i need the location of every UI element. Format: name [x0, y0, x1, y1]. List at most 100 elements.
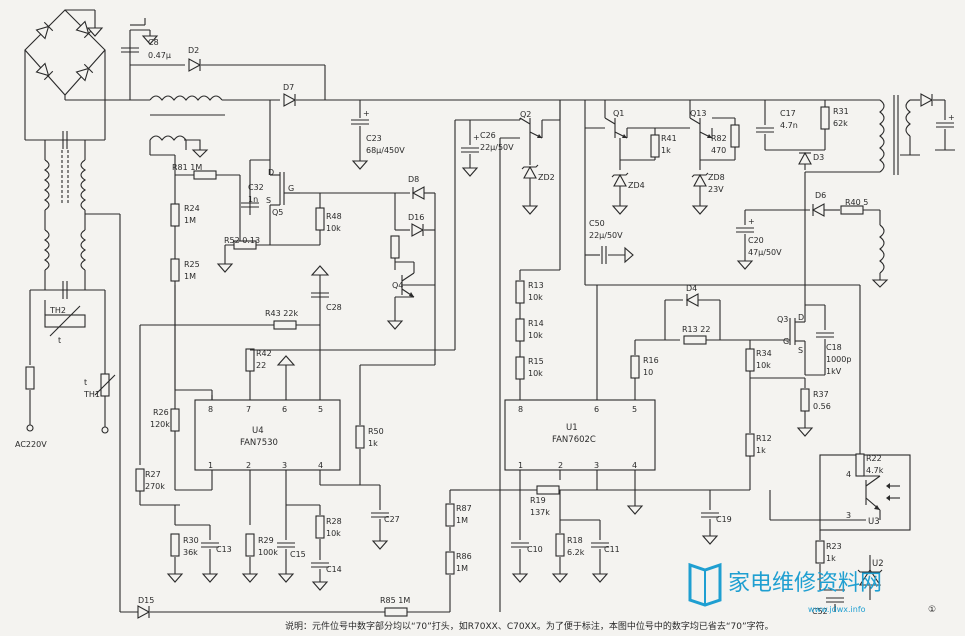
u1-pin4: 4 — [632, 461, 637, 470]
c26-value: 22μ/50V — [480, 143, 514, 152]
r48-label: R48 — [326, 212, 342, 221]
zd4-label: ZD4 — [628, 181, 645, 190]
svg-text:+: + — [363, 109, 370, 118]
u4-pin1: 1 — [208, 461, 213, 470]
u4-part: FAN7530 — [240, 438, 278, 448]
u4-pin8: 8 — [208, 405, 213, 414]
d15-label: D15 — [138, 596, 154, 605]
r12-value: 1k — [756, 446, 766, 455]
th1-label: TH1 — [83, 390, 100, 399]
r25-value: 1M — [184, 272, 196, 281]
svg-text:+: + — [948, 113, 955, 122]
svg-text:+: + — [473, 133, 480, 142]
r29-value: 100k — [258, 548, 278, 557]
r28-value: 10k — [326, 529, 341, 538]
c19-label: C19 — [716, 515, 732, 524]
u1-ref: U1 — [566, 423, 578, 433]
d6-label: D6 — [815, 191, 826, 200]
r29-label: R29 — [258, 536, 274, 545]
c11-label: C11 — [604, 545, 620, 554]
r23-label: R23 — [826, 542, 842, 551]
u1-part: FAN7602C — [552, 435, 596, 445]
r23-value: 1k — [826, 554, 836, 563]
shunt-regulator-u2: R23 1k U2 C52 — [812, 530, 884, 616]
d8-label: D8 — [408, 175, 419, 184]
th2-t: t — [58, 336, 61, 345]
pfc-stage: C8 0.47μ D2 D7 + C23 68μ/450V R81 1M — [120, 18, 880, 490]
r13-value: 10k — [528, 293, 543, 302]
r42-value: 22 — [256, 361, 266, 370]
r25-label: R25 — [184, 260, 200, 269]
optocoupler-u3: 4 3 U3 R22 4.7k — [769, 452, 911, 531]
q5-label: Q5 — [272, 208, 283, 217]
zd2-label: ZD2 — [538, 173, 555, 182]
r22-value: 4.7k — [866, 466, 884, 475]
c50-label: C50 — [589, 219, 605, 228]
r41-label: R41 — [661, 134, 677, 143]
r31-label: R31 — [833, 107, 849, 116]
q4-label: Q4 — [392, 281, 403, 290]
u1-pin3: 3 — [594, 461, 599, 470]
thermistor-th1: t TH1 — [83, 373, 116, 399]
r87-label: R87 — [456, 504, 472, 513]
c28-label: C28 — [326, 303, 342, 312]
bridge-rectifier — [24, 9, 130, 140]
r18-value: 6.2k — [567, 548, 585, 557]
r27-value: 270k — [145, 482, 165, 491]
c17-label: C17 — [780, 109, 796, 118]
r37-value: 0.56 — [813, 402, 831, 411]
q5-d: D — [268, 168, 274, 177]
r22-label: R22 — [866, 454, 882, 463]
r14-label: R14 — [528, 319, 544, 328]
aux-supply: + C26 22μ/50V Q2 ZD2 Q1 ZD4 R41 1 — [460, 100, 740, 612]
r26-value: 120k — [150, 420, 170, 429]
ic-u4: 8 7 6 5 1 2 3 4 U4 FAN7530 — [194, 395, 341, 471]
u4-pin6: 6 — [282, 405, 287, 414]
r30-label: R30 — [183, 536, 199, 545]
q1-label: Q1 — [613, 109, 624, 118]
r18-label: R18 — [567, 536, 583, 545]
r15-label: R15 — [528, 357, 544, 366]
r26-label: R26 — [153, 408, 169, 417]
q3-label: Q3 — [777, 315, 788, 324]
c8-label: C8 — [148, 38, 159, 47]
d7-label: D7 — [283, 83, 294, 92]
u1-pin5: 5 — [632, 405, 637, 414]
r34-label: R34 — [756, 349, 772, 358]
r24-label: R24 — [184, 204, 200, 213]
c32-label: C32 — [248, 183, 264, 192]
c23-value: 68μ/450V — [366, 146, 405, 155]
r48-value: 10k — [326, 224, 341, 233]
u4-pin4: 4 — [318, 461, 323, 470]
r81-label: R81 1M — [172, 163, 202, 172]
c20-value: 47μ/50V — [748, 248, 782, 257]
c20-label: C20 — [748, 236, 764, 245]
d16-label: D16 — [408, 213, 424, 222]
u4-pin5: 5 — [318, 405, 323, 414]
r16-value: 10 — [643, 368, 653, 377]
r31-value: 62k — [833, 119, 848, 128]
r19-value: 137k — [530, 508, 550, 517]
ic-u1: 8 6 5 1 2 3 4 U1 FAN7602C — [504, 399, 656, 471]
u4-periphery: R26 120k R27 270k R30 36k C13 R29 100k C… — [119, 285, 450, 619]
c32-value: 1n — [248, 195, 258, 204]
r19-label: R19 — [530, 496, 546, 505]
r34-value: 10k — [756, 361, 771, 370]
r43-label: R43 22k — [265, 309, 298, 318]
c18-label: C18 — [826, 343, 842, 352]
d4-label: D4 — [686, 284, 697, 293]
q5-s: S — [266, 196, 271, 205]
c23-label: C23 — [366, 134, 382, 143]
emi-filter — [25, 130, 121, 434]
c27-label: C27 — [384, 515, 400, 524]
thermistor-th2: TH2 t — [44, 300, 86, 345]
r13-label: R13 — [528, 281, 544, 290]
d2-label: D2 — [188, 46, 199, 55]
r82-label: R82 — [711, 134, 727, 143]
watermark-url: www.jdwx.info — [808, 605, 866, 614]
c14-label: C14 — [326, 565, 342, 574]
u1-periphery: R13 10k R14 10k R15 10k D4 R13 22 R16 10… — [445, 100, 851, 612]
r52-label: R52 0.13 — [224, 236, 260, 245]
watermark-logo — [688, 562, 722, 607]
r12-label: R12 — [756, 434, 772, 443]
